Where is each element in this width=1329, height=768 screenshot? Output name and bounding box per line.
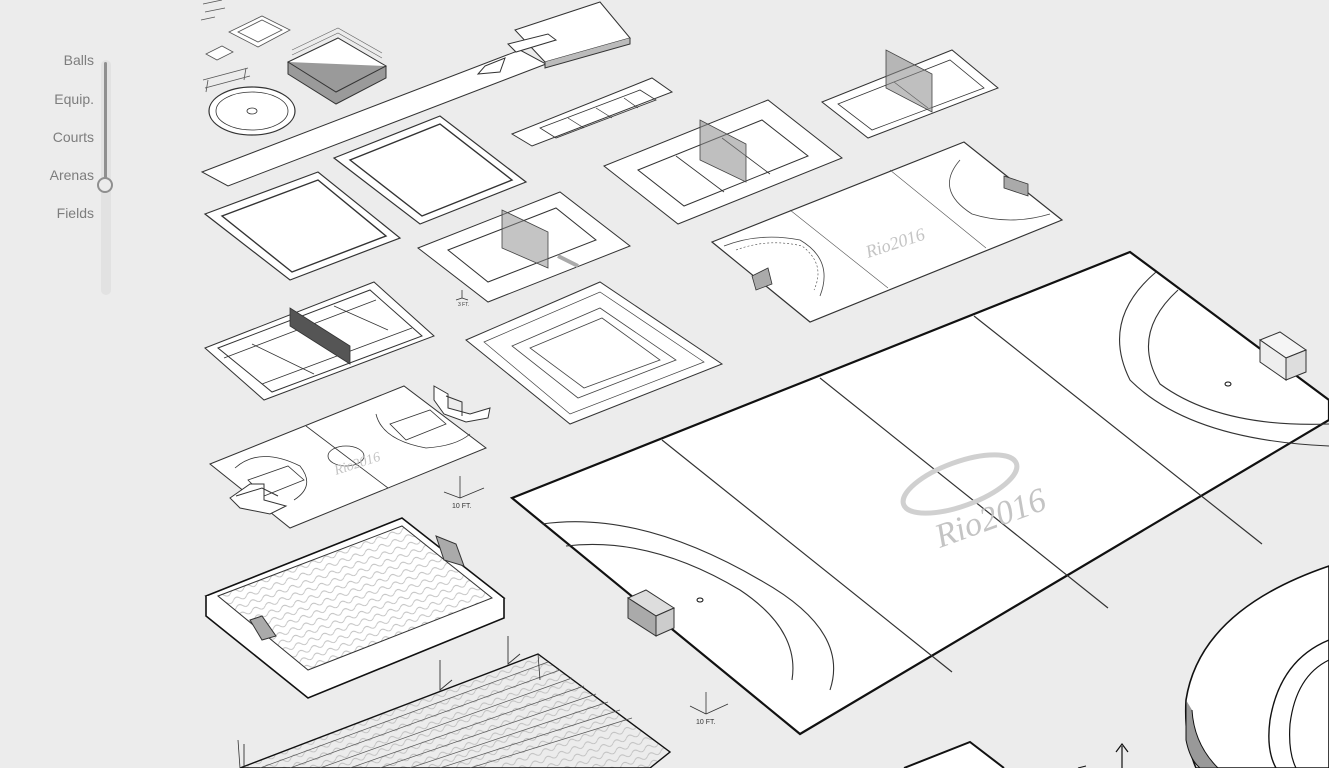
nav-item-fields[interactable]: Fields xyxy=(56,205,94,221)
beach-volleyball-court xyxy=(416,191,632,303)
table-pool xyxy=(510,77,674,147)
small-hockey-field: Rio2016 xyxy=(710,141,1064,323)
badminton-court xyxy=(821,49,999,139)
square-court-2 xyxy=(203,171,402,281)
velodrome-track xyxy=(1184,565,1329,768)
diving-pool xyxy=(204,517,506,699)
level-slider-thumb[interactable] xyxy=(97,177,113,193)
basketball-court: Rio2016 xyxy=(209,385,488,529)
court-scale-marker: 3 FT. xyxy=(455,290,469,308)
arena-scale-marker: 10 FT. xyxy=(443,476,485,510)
large-hockey-field: Rio2016 xyxy=(509,250,1329,736)
arena-floor xyxy=(465,281,724,425)
basketball-hoop-right xyxy=(433,385,491,423)
court-scale-label: 3 FT. xyxy=(458,302,469,308)
tennis-court xyxy=(204,281,435,401)
swimming-pool xyxy=(237,636,672,768)
volleyball-court xyxy=(603,99,843,225)
boxing-ring xyxy=(286,27,388,105)
ski-jump xyxy=(476,1,631,75)
equipment-cluster xyxy=(200,0,291,93)
field-scale-marker: 10 FT. xyxy=(689,692,729,726)
level-nav: Balls Equip. Courts Arenas Fields xyxy=(0,0,130,768)
nav-item-equipment[interactable]: Equip. xyxy=(54,91,94,107)
basketball-hoop-left xyxy=(229,483,288,515)
field-edge-bottom xyxy=(903,740,1129,768)
level-slider-fill xyxy=(104,62,107,186)
nav-item-arenas[interactable]: Arenas xyxy=(49,167,94,183)
hockey-goal-right xyxy=(1258,331,1308,381)
wrestling-mat xyxy=(208,86,296,136)
field-scale-label: 10 FT. xyxy=(696,719,716,726)
nav-item-balls[interactable]: Balls xyxy=(63,52,94,68)
nav-item-courts[interactable]: Courts xyxy=(52,129,94,145)
arena-scale-label: 10 FT. xyxy=(452,503,472,510)
hockey-goal-left xyxy=(626,589,676,637)
square-court-1 xyxy=(332,115,528,225)
